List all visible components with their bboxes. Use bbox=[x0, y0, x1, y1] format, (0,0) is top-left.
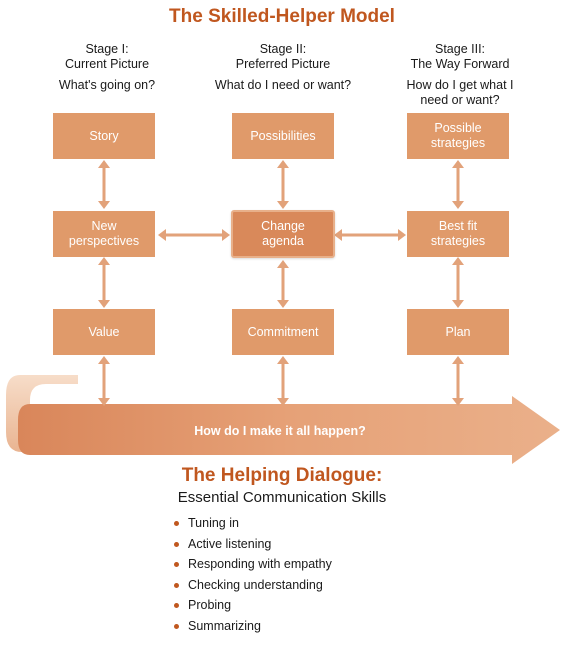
box-new-perspectives: New perspectives bbox=[53, 211, 155, 257]
arrow-newperspectives-value bbox=[98, 257, 110, 308]
arrow-change-bestfit bbox=[334, 229, 406, 241]
stage-2-subtitle: Preferred Picture bbox=[235, 57, 331, 71]
stage-1-question: What's going on? bbox=[58, 78, 156, 92]
stage-3-header: Stage III: The Way Forward How do I get … bbox=[375, 42, 545, 108]
stage-3-subtitle: The Way Forward bbox=[410, 57, 510, 71]
how-arrow-shape bbox=[18, 396, 560, 464]
arrow-story-newperspectives bbox=[98, 160, 110, 209]
box-value: Value bbox=[53, 309, 155, 355]
arrow-value-bottom bbox=[98, 356, 110, 406]
stage-3-question: How do I get what I need or want? bbox=[406, 78, 514, 107]
stage-2-header: Stage II: Preferred Picture What do I ne… bbox=[198, 42, 368, 93]
skill-item: Summarizing bbox=[172, 616, 332, 637]
skills-list: Tuning in Active listening Responding wi… bbox=[172, 513, 332, 637]
stage-1-name: Stage I: bbox=[85, 42, 129, 56]
how-arrow-label: How do I make it all happen? bbox=[194, 424, 366, 438]
box-story: Story bbox=[53, 113, 155, 159]
dialogue-title: The Helping Dialogue: bbox=[181, 465, 383, 486]
box-possibilities: Possibilities bbox=[232, 113, 334, 159]
arrow-plan-bottom bbox=[452, 356, 464, 406]
skill-item: Active listening bbox=[172, 534, 332, 555]
arrow-possibilities-change bbox=[277, 160, 289, 209]
stage-1-subtitle: Current Picture bbox=[64, 57, 150, 71]
skill-item: Probing bbox=[172, 595, 332, 616]
box-plan: Plan bbox=[407, 309, 509, 355]
box-change-agenda: Change agenda bbox=[231, 210, 335, 258]
stage-2-question: What do I need or want? bbox=[214, 78, 352, 92]
stage-3-name: Stage III: bbox=[434, 42, 486, 56]
box-possible-strategies: Possible strategies bbox=[407, 113, 509, 159]
arrow-possiblestrategies-bestfit bbox=[452, 160, 464, 209]
box-commitment: Commitment bbox=[232, 309, 334, 355]
skill-item: Responding with empathy bbox=[172, 554, 332, 575]
stage-1-header: Stage I: Current Picture What's going on… bbox=[22, 42, 192, 93]
arrow-newperspectives-change bbox=[158, 229, 230, 241]
arrow-bestfit-plan bbox=[452, 257, 464, 308]
arrow-change-commitment bbox=[277, 260, 289, 308]
dialogue-subtitle: Essential Communication Skills bbox=[177, 489, 387, 506]
skill-item: Checking understanding bbox=[172, 575, 332, 596]
box-best-fit-strategies: Best fit strategies bbox=[407, 211, 509, 257]
diagram-title: The Skilled-Helper Model bbox=[169, 6, 395, 27]
skill-item: Tuning in bbox=[172, 513, 332, 534]
arrow-commitment-bottom bbox=[277, 356, 289, 406]
stage-2-name: Stage II: bbox=[259, 42, 307, 56]
